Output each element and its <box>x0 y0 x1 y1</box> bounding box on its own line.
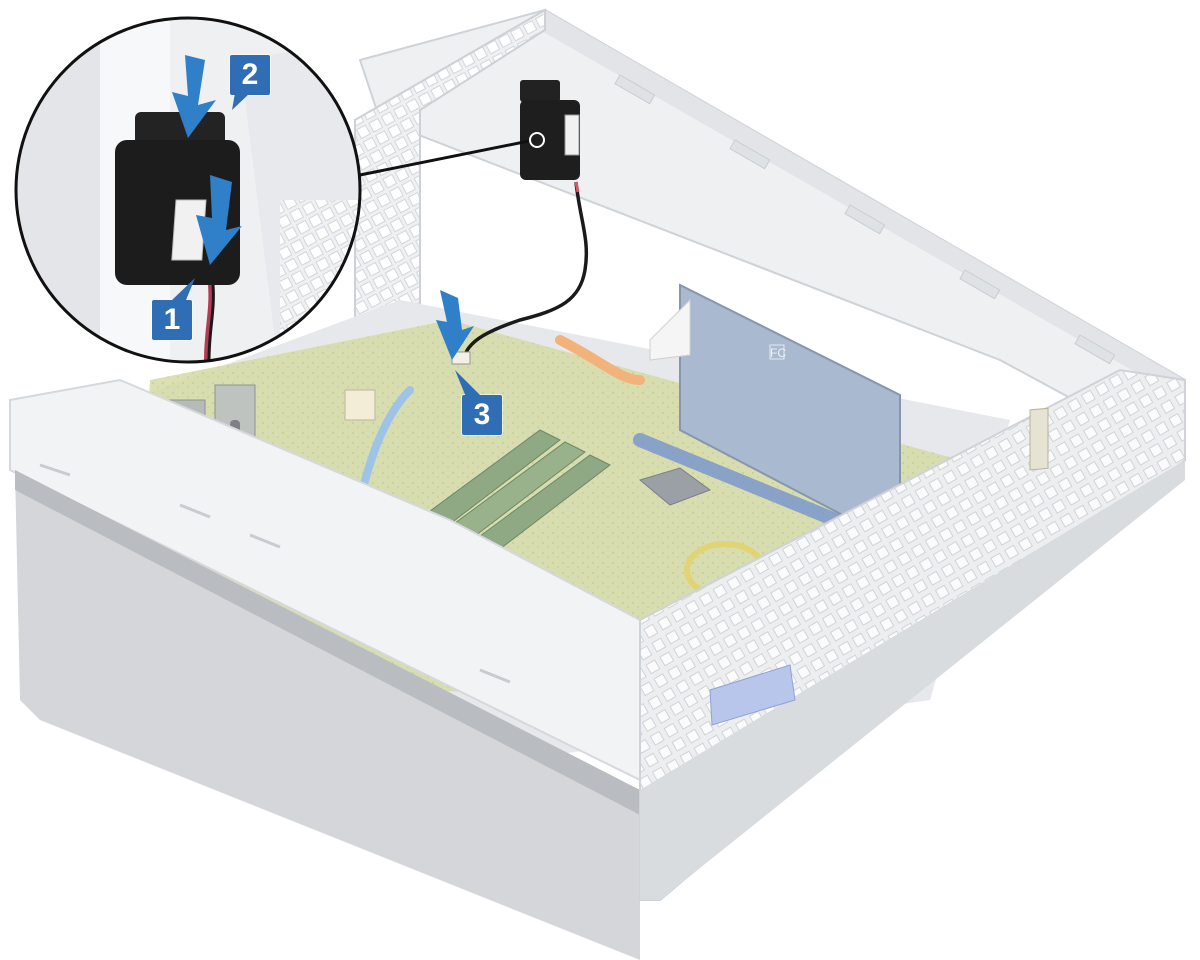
blue-release-latch <box>709 664 796 726</box>
callout-number: 2 <box>241 58 259 91</box>
callout-number: 3 <box>473 398 491 431</box>
callout-number: 1 <box>163 303 181 336</box>
arrow-step-1 <box>196 175 242 265</box>
chassis: FC <box>9 8 1186 960</box>
front-bezel <box>15 470 640 960</box>
zoom-inset <box>16 18 360 362</box>
callout-step-2: 2 <box>230 55 270 95</box>
arrow-step-3 <box>436 290 474 360</box>
processor <box>638 467 712 506</box>
dvi-port <box>1029 407 1049 471</box>
svg-text:FC: FC <box>770 346 786 360</box>
callout-step-1: 1 <box>152 300 192 340</box>
pcie-retention-latch <box>633 433 867 537</box>
callout-step-3: 3 <box>462 395 502 435</box>
speaker-cable <box>463 181 589 356</box>
inset-leader-line <box>349 138 535 179</box>
speaker-installed <box>451 80 589 365</box>
arrow-step-2 <box>172 55 216 138</box>
